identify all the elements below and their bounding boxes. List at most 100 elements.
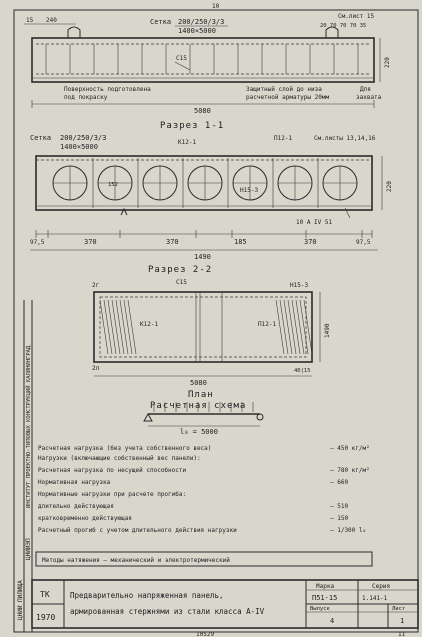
sec2-hatch-line-left bbox=[107, 299, 117, 355]
sec1-mesh-spec-1: 200/250/3/3 bbox=[60, 134, 106, 142]
sec1-rebar-leader bbox=[344, 207, 351, 219]
section-1-title: Разрез 1-1 bbox=[160, 121, 224, 131]
sec2-p12: П12-1 bbox=[258, 321, 276, 328]
elev-dim-240: 240 bbox=[46, 17, 57, 24]
loads-list: Расчетная нагрузка (без учета собственно… bbox=[38, 445, 370, 534]
elev-mesh-spec-2: 1400×5000 bbox=[178, 27, 216, 35]
tb-mark-value: П51-15 bbox=[312, 594, 337, 602]
sec1-n153: Н15-3 bbox=[240, 187, 258, 194]
elevation-view: 15 240 Сетка 200/250/3/3 1400×5000 См.ли… bbox=[24, 13, 391, 115]
sec2-hatch-line-right bbox=[287, 299, 297, 355]
elev-stirrups bbox=[45, 44, 359, 74]
load-value: — 780 кг/м² bbox=[330, 467, 370, 474]
tb-sheet-value: 1 bbox=[400, 617, 404, 625]
sec2-hatch-line-right bbox=[283, 299, 293, 355]
side-stamp: ЦНИИ ПИЛИЩА ЦНИИЭП ИНСТИТУТ ПРОЕКТНО-ТИП… bbox=[17, 300, 33, 632]
elev-panel-outline bbox=[31, 37, 375, 83]
sec2-mesh bbox=[99, 296, 307, 358]
sec1-width-total: 1490 bbox=[194, 253, 211, 261]
calc-support-left bbox=[143, 412, 153, 422]
sec2-hatch-line-right bbox=[303, 299, 313, 355]
tb-series-label: Серия bbox=[372, 583, 390, 590]
tb-issue-label: Выпуск bbox=[310, 606, 331, 612]
sec1-k12: К12-1 bbox=[178, 139, 196, 146]
sec2-bar-label: С15 bbox=[176, 279, 187, 286]
sec1-dim-5: 370 bbox=[304, 238, 317, 246]
sec2-hatch bbox=[99, 299, 313, 355]
page-number: 11 bbox=[398, 631, 406, 637]
tb-org: ТК bbox=[40, 590, 50, 599]
sec2-width: 1490 bbox=[324, 323, 331, 338]
elev-mesh-spec-1: 200/250/3/3 bbox=[178, 18, 224, 26]
side-stamp-middle: ЦНИИЭП bbox=[25, 538, 32, 560]
load-label: Расчетная нагрузка (без учета собственно… bbox=[38, 445, 211, 452]
calc-scheme: Расчетная схема l₀ = 5000 bbox=[143, 401, 264, 436]
sec1-dim-3: 370 bbox=[166, 238, 179, 246]
sec2-hatch-line-left bbox=[127, 299, 137, 355]
load-label: Нагрузки (включающие собственный вес пан… bbox=[38, 455, 201, 462]
elev-dim-15: 15 bbox=[26, 17, 34, 24]
elev-note-lift-2: захвата bbox=[356, 94, 382, 101]
tb-title-1: Предварительно напряженная панель, bbox=[70, 591, 224, 600]
sec1-dim-1: 97,5 bbox=[30, 239, 45, 246]
side-stamp-left: ЦНИИ ПИЛИЩА bbox=[17, 580, 24, 620]
tension-method: Методы натяжения — механический и электр… bbox=[42, 557, 230, 564]
section-2-title: Разрез 2-2 bbox=[148, 265, 212, 275]
sec1-sheets-ref: См.листы 13,14,16 bbox=[314, 135, 376, 142]
sec2-hatch-line-left bbox=[123, 299, 133, 355]
elev-mesh-label: Сетка bbox=[150, 18, 171, 26]
sec2-hatch-line-right bbox=[291, 299, 301, 355]
section-1-1: Разрез 1-1 Сетка 200/250/3/3 1400×5000 К… bbox=[30, 121, 393, 261]
calc-scheme-title: Расчетная схема bbox=[150, 401, 246, 411]
load-value: — 150 bbox=[330, 515, 348, 522]
sec2-hatch-line-right bbox=[299, 299, 309, 355]
elev-height: 220 bbox=[384, 57, 391, 68]
sec2-hatch-line-left bbox=[111, 299, 121, 355]
sec2-hatch-line-right bbox=[275, 299, 285, 355]
sec1-height: 220 bbox=[386, 181, 393, 192]
sec1-voids bbox=[52, 158, 358, 208]
elev-note-lift-1: Для bbox=[360, 86, 371, 93]
calc-span-label: l₀ = 5000 bbox=[180, 428, 218, 436]
sec2-hatch-line-left bbox=[103, 299, 113, 355]
title-block: ТК 1970 Предварительно напряженная панел… bbox=[31, 579, 419, 629]
sec2-dim-right: 40|15 bbox=[294, 368, 311, 374]
elev-bar-label: С15 bbox=[176, 55, 187, 62]
sec2-outline bbox=[93, 291, 313, 363]
sec2-label-2g: 2г bbox=[92, 282, 99, 289]
load-label: Расчетная нагрузка по несущей способност… bbox=[38, 467, 186, 474]
load-value: — 510 bbox=[330, 503, 348, 510]
load-value: — 1/300 l₀ bbox=[330, 527, 366, 534]
sec1-pointer bbox=[120, 207, 128, 216]
paper bbox=[13, 9, 419, 633]
elev-dims-right: 20 70 70 70 35 bbox=[320, 23, 366, 29]
load-label: Расчетный прогиб с учетом длительного де… bbox=[38, 527, 237, 534]
sec2-k12: К12-1 bbox=[140, 321, 158, 328]
sec2-length: 5080 bbox=[190, 379, 207, 387]
tb-year: 1970 bbox=[36, 613, 55, 622]
plan-title: План bbox=[188, 390, 214, 400]
elev-lifting-loop-right bbox=[325, 26, 339, 38]
sec1-outline bbox=[35, 155, 373, 211]
tb-title-2: армированная стержнями из стали класса А… bbox=[70, 607, 265, 616]
sec1-dim-ticks bbox=[35, 230, 373, 238]
sec1-dim-2: 370 bbox=[84, 238, 97, 246]
side-stamp-right: ИНСТИТУТ ПРОЕКТНО-ТИПОВЫХ КОНСТРУКЦИЙ КА… bbox=[25, 345, 32, 508]
tb-sheet-label: Лист bbox=[392, 606, 405, 612]
section-2-2: Разрез 2-2 2г С15 Н15-3 К12-1 П12-1 1490… bbox=[92, 265, 331, 400]
tension-method-box bbox=[35, 551, 373, 567]
elev-note-surface-1: Поверхность подготовлена bbox=[64, 86, 151, 93]
tb-issue-value: 4 bbox=[330, 617, 334, 625]
sec2-hatch-line-left bbox=[119, 299, 129, 355]
load-label: длительно действующая bbox=[38, 503, 114, 510]
elev-lifting-loop-left bbox=[67, 26, 81, 38]
sec2-hatch-line-left bbox=[99, 299, 109, 355]
elev-note-cover-1: Защитный слой до низа bbox=[246, 86, 322, 93]
load-value: — 450 кг/м² bbox=[330, 445, 370, 452]
elev-note-surface-2: под покраску bbox=[64, 94, 108, 101]
sec1-dim-4: 185 bbox=[234, 238, 247, 246]
load-label: Нормативные нагрузки при расчете прогиба… bbox=[38, 491, 186, 498]
sec1-rebar: 10 A IV 51 bbox=[296, 219, 333, 226]
